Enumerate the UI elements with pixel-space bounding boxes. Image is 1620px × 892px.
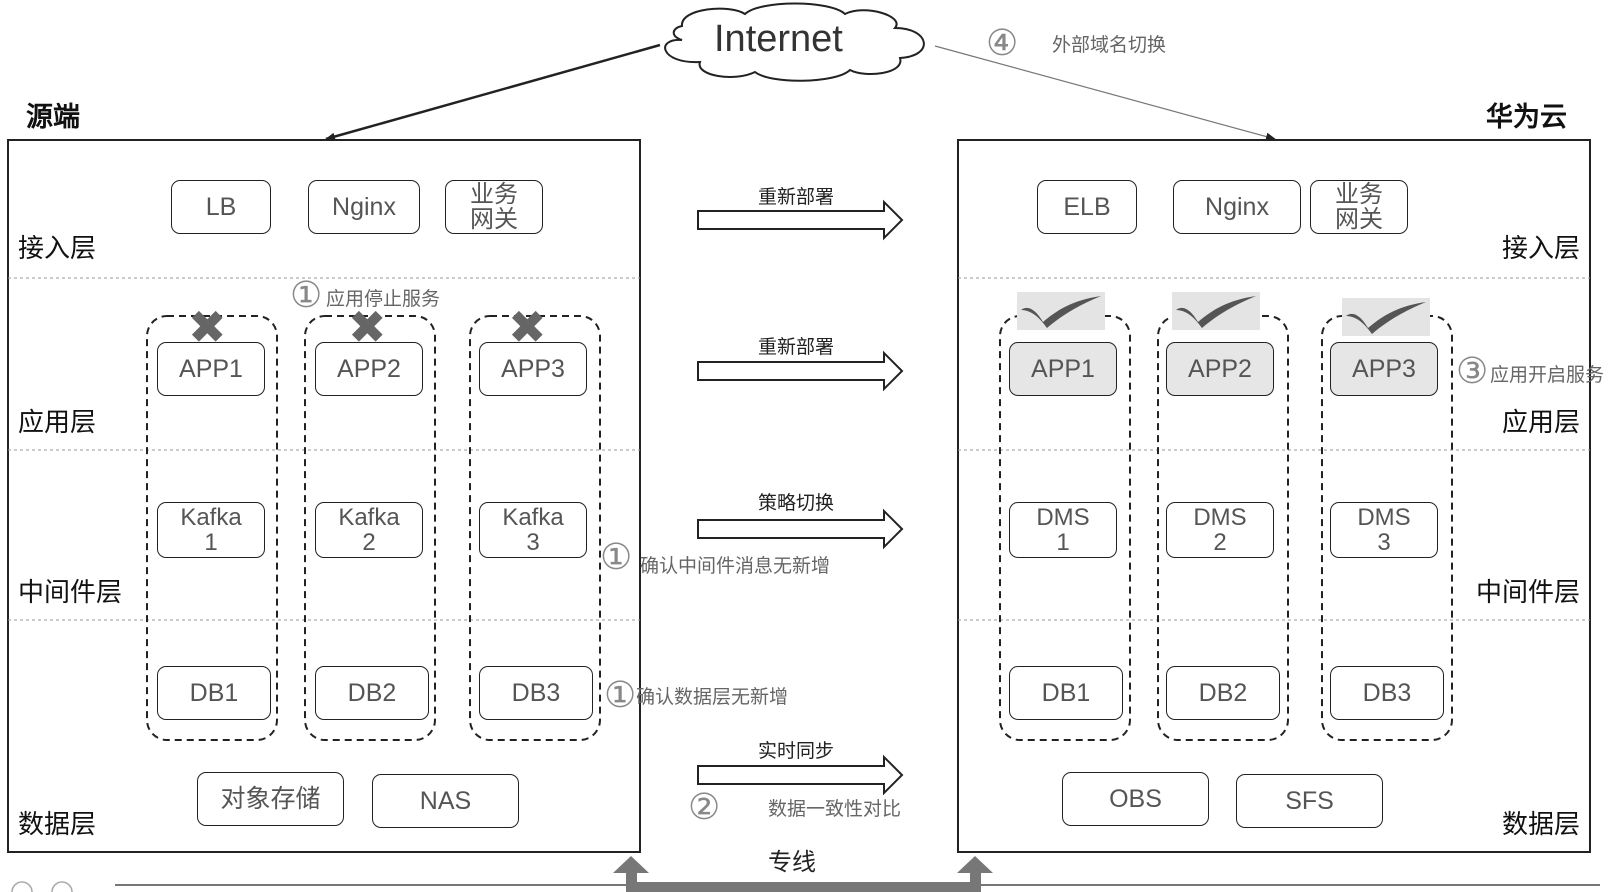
step1-mq-note: 确认中间件消息无新增 — [640, 555, 831, 577]
x-mark-icon: ✖ — [188, 300, 227, 354]
step3-circle: ③ — [1456, 351, 1489, 392]
step4-circle: ④ — [986, 23, 1019, 64]
target-frame — [957, 139, 1591, 853]
check-mark-icon — [1017, 292, 1105, 330]
target-app1-box: APP1 — [1009, 342, 1117, 396]
x-mark-icon: ✖ — [348, 300, 387, 354]
internet-to-source-arrow — [325, 43, 661, 141]
source-title: 源端 — [26, 102, 80, 133]
source-db3-box: DB3 — [479, 666, 593, 720]
step3-note: 应用开启服务 — [1490, 364, 1605, 386]
internet-label: Internet — [714, 18, 843, 60]
target-elb-box: ELB — [1037, 180, 1137, 234]
target-app2-box: APP2 — [1166, 342, 1274, 396]
target-layer-access: 接入层 — [1501, 234, 1580, 264]
step2-circle: ② — [688, 787, 721, 828]
source-gateway-box: 业务 网关 — [445, 180, 543, 234]
step2-note: 数据一致性对比 — [768, 798, 902, 820]
target-dms2-box: DMS 2 — [1166, 502, 1274, 558]
step1-circle-mq: ① — [600, 537, 633, 578]
target-obs-box: OBS — [1062, 772, 1209, 826]
source-db2-box: DB2 — [315, 666, 429, 720]
dedicated-line-connector — [115, 856, 1600, 892]
target-dms3-box: DMS 3 — [1330, 502, 1438, 558]
target-gateway-box: 业务 网关 — [1310, 180, 1408, 234]
source-layer-data: 数据层 — [18, 810, 97, 840]
step1-circle-db: ① — [604, 675, 637, 716]
target-nginx-box: Nginx — [1173, 180, 1301, 234]
target-layer-middleware: 中间件层 — [1475, 578, 1580, 608]
step4-note: 外部域名切换 — [1052, 34, 1167, 56]
internet-to-target-arrow — [934, 45, 1276, 141]
source-lb-box: LB — [171, 180, 271, 234]
cloud-icon — [664, 2, 925, 82]
source-nas-box: NAS — [372, 774, 519, 828]
check-mark-icon — [1342, 298, 1430, 336]
arrow-label-policy-switch: 策略切换 — [758, 492, 835, 514]
target-app3-box: APP3 — [1330, 342, 1438, 396]
source-nginx-box: Nginx — [308, 180, 420, 234]
step1-circle-stop: ① — [290, 275, 323, 316]
service-groups — [146, 315, 1453, 741]
source-kafka2-box: Kafka 2 — [315, 502, 423, 558]
source-app2-box: APP2 — [315, 342, 423, 396]
source-layer-access: 接入层 — [18, 234, 97, 264]
target-db2-box: DB2 — [1166, 666, 1280, 720]
source-app1-box: APP1 — [157, 342, 265, 396]
target-db3-box: DB3 — [1330, 666, 1444, 720]
source-layer-middleware: 中间件层 — [18, 578, 123, 608]
step1-db-note: 确认数据层无新增 — [636, 686, 789, 708]
source-frame — [7, 139, 641, 853]
check-mark-icon — [1172, 292, 1260, 330]
source-layer-app: 应用层 — [18, 408, 97, 438]
step1-stop-note: 应用停止服务 — [326, 288, 441, 310]
target-sfs-box: SFS — [1236, 774, 1383, 828]
target-layer-app: 应用层 — [1501, 408, 1580, 438]
target-dms1-box: DMS 1 — [1009, 502, 1117, 558]
x-mark-icon: ✖ — [508, 300, 547, 354]
source-object-storage-box: 对象存储 — [197, 772, 344, 826]
target-db1-box: DB1 — [1009, 666, 1123, 720]
target-layer-data: 数据层 — [1501, 810, 1580, 840]
bottom-left-circles — [11, 881, 73, 892]
migration-arrows — [697, 199, 904, 796]
dedicated-line-label: 专线 — [768, 848, 816, 876]
arrow-label-redeploy-app: 重新部署 — [758, 336, 835, 358]
arrow-label-redeploy-access: 重新部署 — [758, 186, 835, 208]
source-kafka1-box: Kafka 1 — [157, 502, 265, 558]
source-app3-box: APP3 — [479, 342, 587, 396]
source-kafka3-box: Kafka 3 — [479, 502, 587, 558]
source-db1-box: DB1 — [157, 666, 271, 720]
target-title: 华为云 — [1486, 102, 1567, 133]
arrow-label-realtime-sync: 实时同步 — [758, 740, 835, 762]
